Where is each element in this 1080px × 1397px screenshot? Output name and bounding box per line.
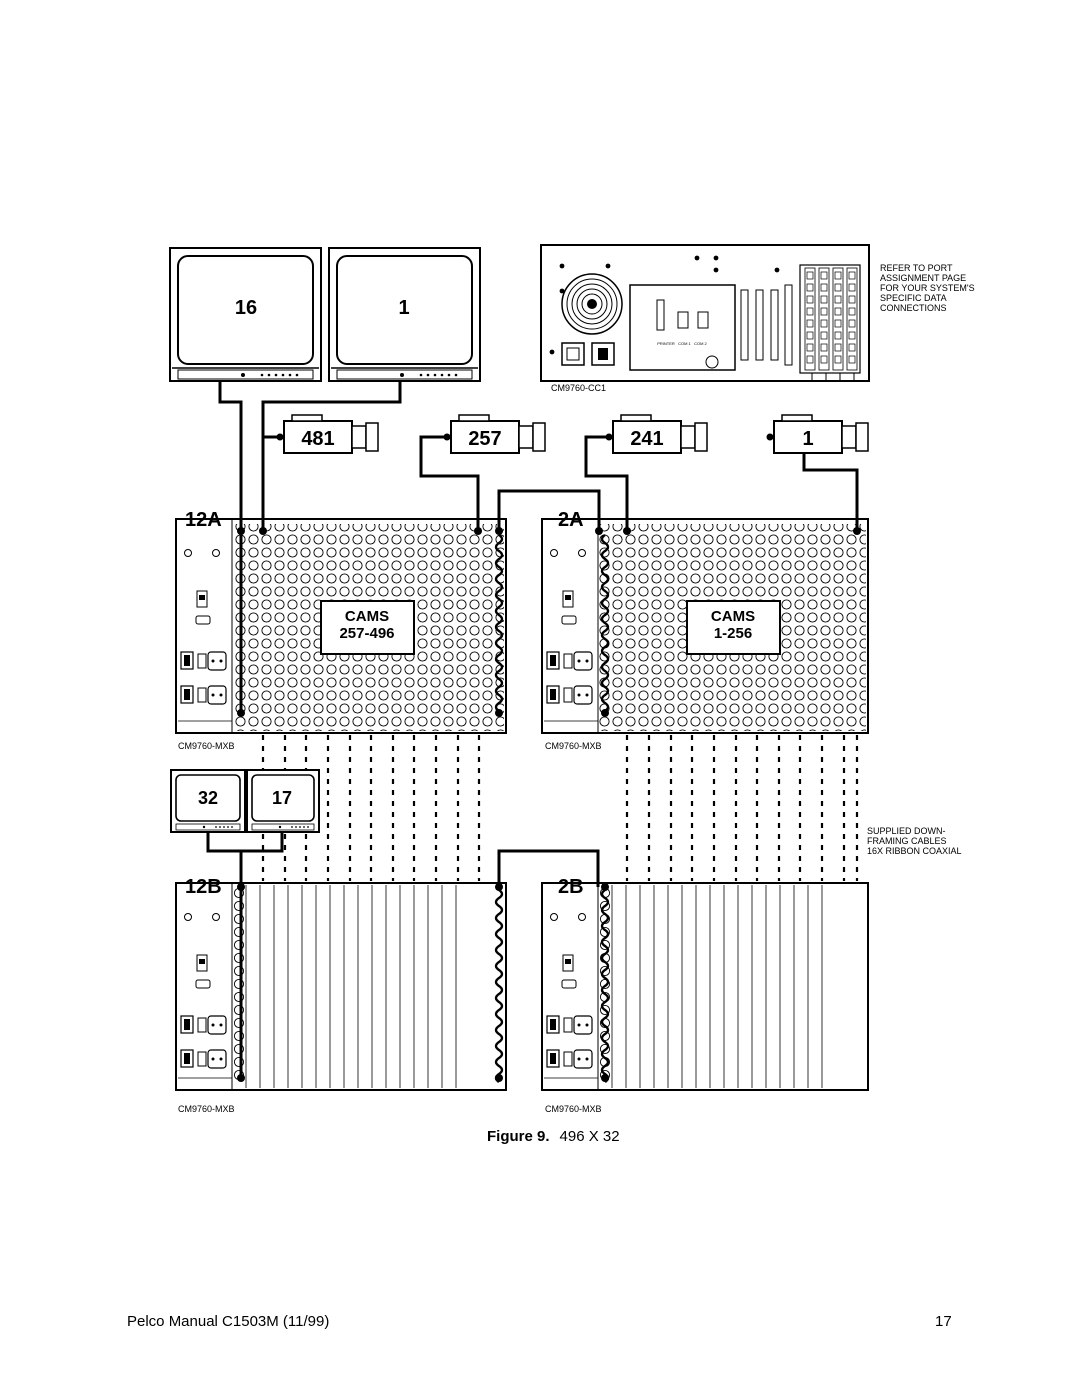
- matrix-bay-2A: [541, 518, 869, 734]
- bay-label-2A: 2A: [558, 509, 584, 531]
- cpu-jack: [806, 283, 814, 292]
- bay-label-2B: 2B: [558, 876, 584, 898]
- cams-box-257-496: CAMS 257-496: [320, 600, 415, 655]
- cpu-jack: [820, 271, 828, 280]
- cpu-jack: [834, 343, 842, 352]
- cpu-note: REFER TO PORT ASSIGNMENT PAGE FOR YOUR S…: [880, 263, 975, 313]
- cpu-jack: [848, 295, 856, 304]
- bay-model-12A: CM9760-MXB: [178, 741, 235, 751]
- bay-model-12B: CM9760-MXB: [178, 1104, 235, 1114]
- figure-title: 496 X 32: [559, 1128, 620, 1145]
- bay-label-12B: 12B: [185, 876, 222, 898]
- cpu-jack: [834, 271, 842, 280]
- cpu-jack: [848, 283, 856, 292]
- camera: 241: [605, 414, 708, 454]
- loop-through-cable: [600, 889, 610, 1083]
- monitor-1: 1: [328, 247, 481, 382]
- cpu-jack: [834, 355, 842, 364]
- cams-title: CAMS: [711, 608, 755, 625]
- cpu-card: [818, 267, 830, 371]
- cpu-jack: [834, 319, 842, 328]
- cams-range: 1-256: [714, 625, 752, 642]
- footer-manual: Pelco Manual C1503M (11/99): [127, 1313, 330, 1330]
- monitor-number: 32: [198, 788, 218, 808]
- cpu-jack: [820, 355, 828, 364]
- monitor-number: 1: [398, 297, 409, 319]
- cpu-card: [846, 267, 858, 371]
- cpu-jack: [820, 319, 828, 328]
- cpu-port-labels: PRINTER COM 1 COM 2: [657, 341, 707, 346]
- cpu-jack: [806, 271, 814, 280]
- monitor-17: 17: [246, 769, 320, 833]
- camera-number: 481: [301, 428, 334, 450]
- camera: 257: [443, 414, 546, 454]
- cpu-jack: [806, 295, 814, 304]
- monitor-number: 17: [272, 788, 292, 808]
- cpu-jack: [806, 307, 814, 316]
- cpu-jack: [834, 283, 842, 292]
- cpu-jack: [848, 331, 856, 340]
- camera-number: 241: [630, 428, 663, 450]
- cpu-jack: [820, 307, 828, 316]
- camera: 481: [276, 414, 379, 454]
- cpu-jack: [848, 355, 856, 364]
- bay-model-2A: CM9760-MXB: [545, 741, 602, 751]
- cpu-model-label: CM9760-CC1: [551, 383, 606, 393]
- cpu-jack: [848, 307, 856, 316]
- cams-box-1-256: CAMS 1-256: [686, 600, 781, 655]
- cpu-jack: [834, 307, 842, 316]
- connection-wires: [206, 381, 859, 1078]
- cables-note: SUPPLIED DOWN- FRAMING CABLES 16X RIBBON…: [867, 826, 962, 856]
- cams-range: 257-496: [339, 625, 394, 642]
- cpu-connector-array: [804, 267, 858, 371]
- monitor-16: 16: [169, 247, 322, 382]
- cpu-jack: [848, 319, 856, 328]
- figure-caption: Figure 9. 496 X 32: [487, 1128, 620, 1145]
- cpu-jack: [834, 331, 842, 340]
- matrix-bay-2B: [541, 882, 869, 1091]
- bay-model-2B: CM9760-MXB: [545, 1104, 602, 1114]
- cpu-jack: [820, 295, 828, 304]
- cpu-jack: [806, 331, 814, 340]
- cpu-jack: [834, 295, 842, 304]
- cams-title: CAMS: [345, 608, 389, 625]
- loop-through-cable: [494, 889, 504, 1083]
- cpu-jack: [806, 319, 814, 328]
- figure-label: Figure 9.: [487, 1128, 550, 1145]
- cpu-card: [804, 267, 816, 371]
- camera-number: 1: [802, 428, 813, 450]
- cpu-rear-panel: PRINTER COM 1 COM 2 CM9760-CC1: [540, 244, 870, 393]
- cpu-jack: [848, 271, 856, 280]
- camera: 1: [766, 414, 869, 454]
- cpu-card: [832, 267, 844, 371]
- cpu-jack: [848, 343, 856, 352]
- cpu-jack: [806, 343, 814, 352]
- down-framing-cables: [261, 534, 859, 1083]
- loop-through-cable: [494, 534, 504, 712]
- cpu-jack: [820, 343, 828, 352]
- footer-page-number: 17: [935, 1313, 952, 1330]
- camera-row: 481 257 241 1: [276, 414, 869, 454]
- monitor-number: 16: [235, 297, 257, 319]
- loop-through-cable: [600, 534, 610, 712]
- camera-number: 257: [468, 428, 501, 450]
- monitor-32: 32: [170, 769, 246, 833]
- cpu-jack: [820, 331, 828, 340]
- matrix-bay-12B: [175, 882, 507, 1091]
- cpu-jack: [820, 283, 828, 292]
- cpu-jack: [806, 355, 814, 364]
- bay-label-12A: 12A: [185, 509, 222, 531]
